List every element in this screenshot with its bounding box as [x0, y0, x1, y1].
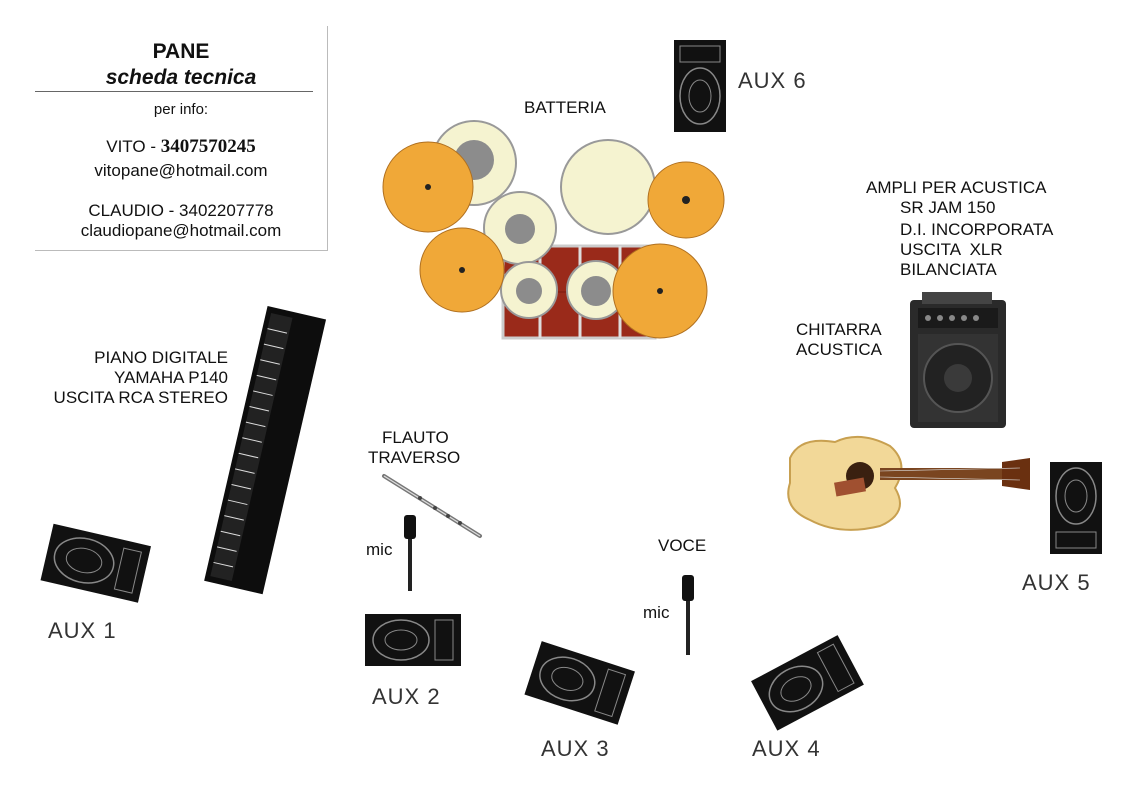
- label-chitarra-1: CHITARRA: [796, 320, 882, 339]
- label-flauto-2: TRAVERSO: [368, 448, 461, 467]
- acoustic-amp: [910, 292, 1006, 428]
- microphone-flute: [404, 515, 416, 591]
- tom-3: [566, 260, 626, 320]
- floor-tom: [560, 139, 656, 235]
- monitor-aux2: [365, 614, 461, 666]
- contact-claudio-email: claudiopane@hotmail.com: [80, 221, 282, 240]
- label-piano-1: PIANO DIGITALE: [94, 348, 228, 367]
- tom-2: [483, 191, 557, 265]
- label-aux1: AUX 1: [48, 618, 117, 643]
- cymbal-ride-right: [647, 161, 725, 239]
- contact-claudio: CLAUDIO - 3402207778: [88, 201, 274, 220]
- label-piano-3: USCITA RCA STEREO: [53, 388, 228, 407]
- info-label: per info:: [153, 101, 209, 118]
- contact-vito-phone: 3407570245: [160, 136, 256, 157]
- contact-vito-name: VITO -: [106, 137, 161, 156]
- document-subtitle: scheda tecnica: [105, 66, 257, 89]
- label-aux3: AUX 3: [541, 736, 610, 761]
- digital-piano: [204, 306, 327, 595]
- cymbal-china: [612, 243, 708, 339]
- label-voce: VOCE: [658, 536, 707, 555]
- cymbal-hihat: [419, 227, 505, 313]
- label-mic-flauto: mic: [366, 540, 393, 559]
- label-aux4: AUX 4: [752, 736, 821, 761]
- label-batteria: BATTERIA: [524, 98, 606, 117]
- acoustic-guitar: [787, 435, 1030, 531]
- divider: [35, 91, 313, 92]
- contact-vito-email: vitopane@hotmail.com: [94, 161, 268, 180]
- label-aux6: AUX 6: [738, 68, 807, 93]
- label-ampli-1: AMPLI PER ACUSTICA: [866, 178, 1047, 197]
- monitor-aux6: [674, 40, 726, 132]
- label-ampli-5: BILANCIATA: [900, 260, 997, 279]
- label-ampli-2: SR JAM 150: [900, 198, 996, 217]
- label-aux2: AUX 2: [372, 684, 441, 709]
- monitor-aux5: [1050, 462, 1102, 554]
- snare: [500, 261, 558, 319]
- monitor-aux3: [524, 641, 635, 725]
- label-chitarra-2: ACUSTICA: [796, 340, 882, 359]
- label-ampli-4: USCITA XLR: [900, 240, 1003, 259]
- label-flauto-1: FLAUTO: [382, 428, 449, 447]
- label-piano-2: YAMAHA P140: [113, 368, 228, 387]
- flute: [382, 474, 482, 538]
- info-card: PANE scheda tecnica per info: VITO - 340…: [35, 26, 328, 251]
- cymbal-crash-left: [382, 141, 474, 233]
- microphone-voice: [682, 575, 694, 655]
- label-mic-voce: mic: [643, 603, 670, 622]
- monitor-aux4: [751, 635, 864, 731]
- label-ampli-3: D.I. INCORPORATA: [900, 220, 1054, 239]
- monitor-aux1: [40, 523, 151, 603]
- label-aux5: AUX 5: [1022, 570, 1091, 595]
- contact-vito: VITO - 3407570245: [35, 136, 327, 158]
- band-title: PANE: [152, 40, 210, 63]
